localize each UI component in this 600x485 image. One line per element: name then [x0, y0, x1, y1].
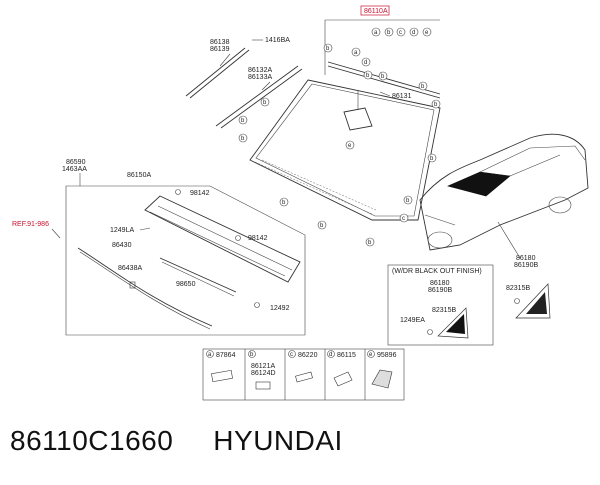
svg-text:b: b [421, 84, 425, 90]
svg-text:c: c [290, 352, 293, 358]
label-86139: 86139 [210, 46, 230, 53]
side-molding [185, 47, 246, 97]
label-86138: 86138 [210, 39, 230, 46]
svg-text:b: b [241, 136, 245, 142]
svg-text:b: b [434, 102, 438, 108]
legend-part-d: 86115 [337, 352, 356, 359]
svg-text:a: a [374, 30, 378, 36]
washer-hose [77, 247, 213, 327]
svg-text:b: b [282, 200, 286, 206]
legend-part-c: 86220 [298, 352, 318, 359]
svg-text:b: b [263, 100, 267, 106]
label-86180-b: 86180 [516, 255, 536, 262]
label-86150A: 86150A [127, 172, 151, 179]
svg-text:e: e [369, 352, 373, 358]
label-86430: 86430 [112, 242, 132, 249]
label-98142-b: 98142 [248, 235, 268, 242]
label-86190B-b: 86190B [514, 262, 538, 269]
svg-text:c: c [399, 30, 402, 36]
label-98650: 98650 [176, 281, 196, 288]
blackout-finish-box [387, 264, 494, 346]
label-98142-a: 98142 [190, 190, 210, 197]
legend-part-b1: 86121A [251, 363, 275, 370]
label-1249LA: 1249LA [110, 227, 134, 234]
label-86132A: 86132A [248, 67, 272, 74]
label-86590: 86590 [66, 159, 86, 166]
legend-part-b2: 86124D [251, 370, 276, 377]
parts-legend: a 87864 b 86121A 86124D c 86220 d 86115 … [202, 348, 405, 401]
label-1416BA: 1416BA [265, 37, 290, 44]
svg-text:b: b [381, 74, 385, 80]
label-86190B-a: 86190B [428, 287, 452, 294]
label-82315B-a: 82315B [432, 307, 456, 314]
label-86438A: 86438A [118, 265, 142, 272]
label-1249EA: 1249EA [400, 317, 425, 324]
windshield-callouts: b a d b b b b b b b e b b c b b b [238, 43, 441, 247]
part-number: 86110C1660 [10, 425, 174, 456]
car-windshield-highlight [447, 171, 511, 197]
label-86131: 86131 [392, 93, 412, 100]
legend-part-a: 87864 [216, 352, 236, 359]
legend-part-e: 95896 [377, 352, 397, 359]
main-ref-label: 86110A [364, 8, 388, 15]
label-12492: 12492 [270, 305, 290, 312]
cowl-top-panel [144, 195, 301, 283]
pillar-molding [215, 65, 299, 127]
svg-text:d: d [364, 60, 367, 66]
svg-text:b: b [320, 223, 324, 229]
label-1463AA: 1463AA [62, 166, 87, 173]
svg-text:d: d [329, 352, 332, 358]
svg-text:a: a [208, 352, 212, 358]
part-caption: 86110C1660 HYUNDAI [10, 425, 343, 457]
label-86180-a: 86180 [430, 280, 450, 287]
svg-text:b: b [406, 198, 410, 204]
svg-text:b: b [368, 240, 372, 246]
svg-text:b: b [387, 30, 391, 36]
windshield-glass [249, 79, 441, 221]
parts-diagram: 86110A a b c d e 86138 86139 1416BA 8613… [12, 5, 589, 401]
svg-text:b: b [241, 118, 245, 124]
car-illustration [419, 133, 589, 259]
wiper-link [159, 257, 237, 293]
ref-label: REF.91-986 [12, 221, 49, 228]
svg-text:e: e [425, 30, 429, 36]
svg-text:e: e [348, 143, 352, 149]
svg-text:d: d [412, 30, 415, 36]
label-82315B-b: 82315B [506, 285, 530, 292]
mirror-bracket [343, 107, 373, 131]
brand-name: HYUNDAI [213, 425, 343, 456]
label-86133A: 86133A [248, 74, 272, 81]
svg-text:b: b [250, 352, 254, 358]
cowl-group-box [65, 185, 306, 336]
svg-text:a: a [354, 50, 358, 56]
svg-text:b: b [326, 46, 330, 52]
svg-text:b: b [430, 156, 434, 162]
svg-text:b: b [366, 73, 370, 79]
blackout-label: (W/DR BLACK OUT FINISH) [392, 268, 482, 275]
main-ref-box [360, 5, 390, 16]
variant-circles-top: a b c d e [371, 27, 432, 37]
svg-text:c: c [402, 216, 405, 222]
